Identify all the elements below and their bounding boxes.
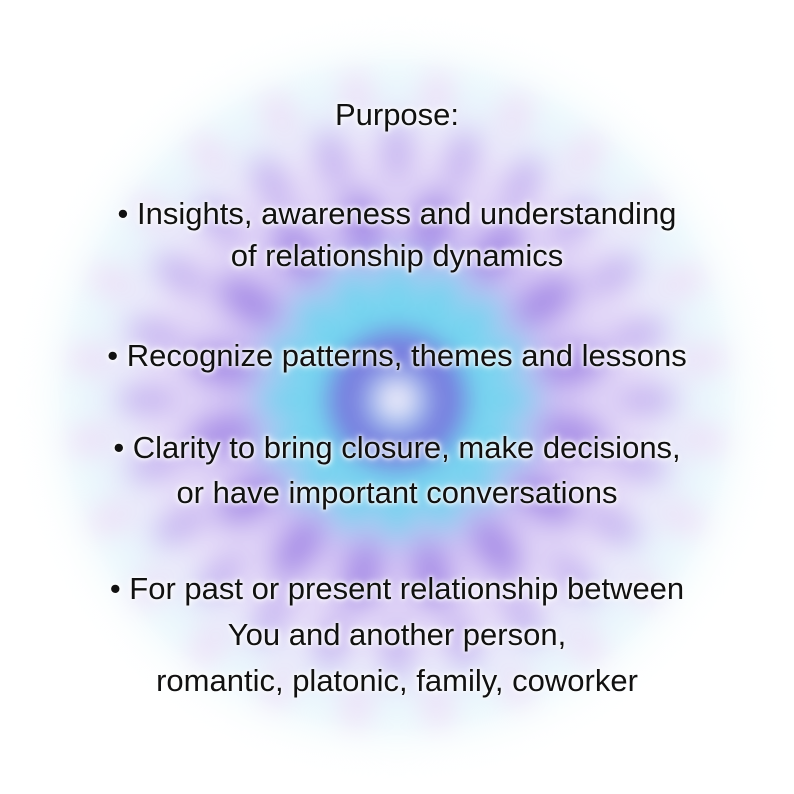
purpose-item-1-line-2: of relationship dynamics <box>230 238 564 273</box>
purpose-item-4-line-1: • For past or present relationship betwe… <box>109 571 685 606</box>
purpose-item-2-line-1: • Recognize patterns, themes and lessons <box>107 338 687 373</box>
purpose-title: Purpose: <box>334 97 460 132</box>
purpose-item-1-line-1: • Insights, awareness and understanding <box>117 196 677 231</box>
purpose-item-4-line-3: romantic, platonic, family, coworker <box>156 663 638 698</box>
purpose-item-3-line-2: or have important conversations <box>176 475 618 510</box>
purpose-item-3-line-1: • Clarity to bring closure, make decisio… <box>113 430 681 465</box>
purpose-item-4-line-2: You and another person, <box>227 617 567 652</box>
purpose-text: Purpose: • Insights, awareness and under… <box>20 0 774 794</box>
